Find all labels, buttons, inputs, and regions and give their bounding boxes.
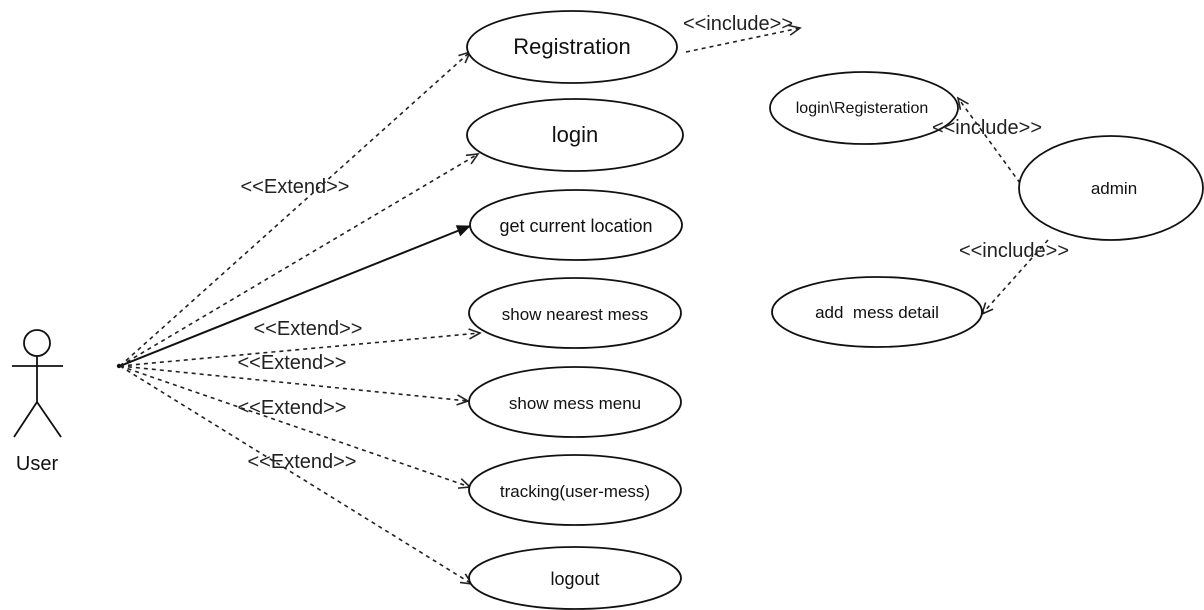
use-case-login: login (466, 98, 684, 172)
use-case-add-mess-detail: add mess detail (771, 276, 983, 348)
use-case-login-label: login (552, 122, 598, 147)
actor-left-leg (13, 401, 38, 438)
include-label: <<include>> (932, 117, 1042, 139)
use-case-logout: logout (468, 546, 682, 610)
actor-head (23, 329, 51, 357)
edge-admin-add-mess-detail (980, 239, 1049, 316)
edge-admin-login-registration (956, 96, 1021, 184)
use-case-tracking-label: tracking(user-mess) (500, 482, 650, 501)
use-case-logout-label: logout (550, 569, 599, 589)
edge-user-login (119, 153, 480, 367)
actor-right-leg (36, 401, 62, 438)
extend-label: <<Extend>> (254, 318, 363, 340)
actor-label: User (16, 453, 59, 475)
use-case-admin-label: admin (1091, 179, 1137, 198)
use-case-registration-label: Registration (513, 34, 630, 59)
include-label: <<include>> (683, 13, 793, 35)
extend-label: <<Extend>> (241, 176, 350, 198)
use-case-show-mess-menu: show mess menu (468, 366, 682, 438)
use-case-login-registration-label: login\Registeration (796, 100, 929, 117)
use-case-login-registration: login\Registeration (769, 71, 959, 145)
use-case-show-mess-menu-label: show mess menu (509, 394, 641, 413)
extend-label: <<Extend>> (238, 397, 347, 419)
edge-user-get-current-location (119, 225, 471, 367)
extend-label: <<Extend>> (238, 352, 347, 374)
extend-label: <<Extend>> (248, 451, 357, 473)
use-case-registration: Registration (466, 10, 678, 84)
use-case-show-nearest-mess-label: show nearest mess (502, 305, 648, 324)
use-case-add-mess-detail-label: add mess detail (815, 303, 939, 322)
association-origin-dot (116, 363, 122, 369)
use-case-show-nearest-mess: show nearest mess (468, 277, 682, 349)
user-actor: User (12, 329, 63, 475)
edge-user-logout (119, 365, 474, 586)
use-case-admin: admin (1018, 135, 1204, 241)
edge-user-show-mess-menu (119, 365, 470, 406)
use-case-get-current-location-label: get current location (499, 216, 652, 236)
edge-registration-include (685, 24, 802, 53)
use-case-tracking: tracking(user-mess) (468, 454, 682, 526)
edge-user-registration (119, 50, 472, 367)
use-case-get-current-location: get current location (469, 189, 683, 261)
include-label: <<include>> (959, 240, 1069, 262)
edge-user-tracking (119, 365, 472, 489)
